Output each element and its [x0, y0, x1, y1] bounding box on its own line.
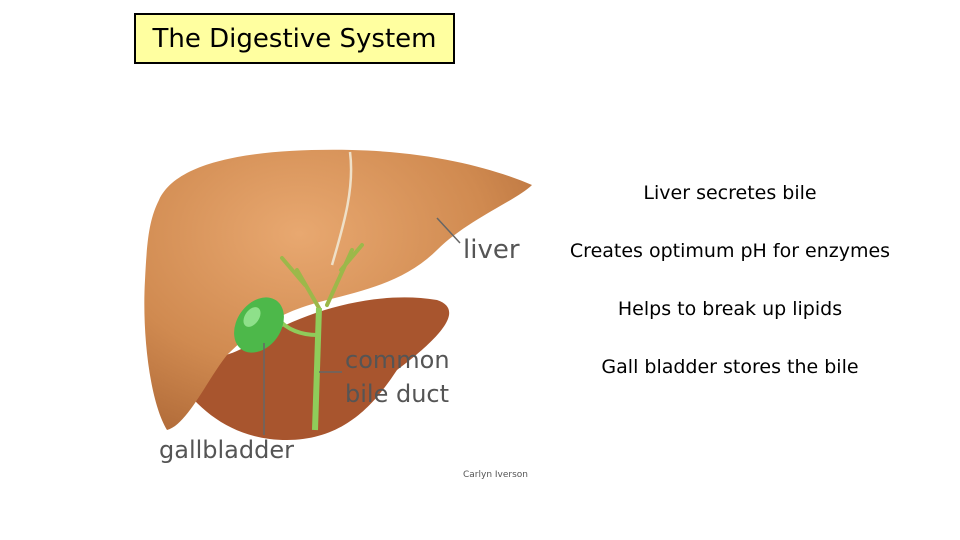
gallbladder-shape [234, 297, 284, 353]
fact-item: Helps to break up lipids [617, 298, 843, 320]
liver-body [144, 149, 532, 430]
liver-diagram: liver common bile duct gallbladder Carly… [137, 140, 539, 485]
slide-title-box: The Digestive System [134, 13, 455, 64]
liver-label: liver [463, 235, 520, 265]
liver-illustration: liver common bile duct gallbladder Carly… [144, 149, 532, 480]
illustrator-credit: Carlyn Iverson [463, 470, 528, 480]
falciform-ligament [330, 151, 353, 266]
common-bile-duct-label-line1: common [345, 346, 450, 374]
fact-item: Creates optimum pH for enzymes [569, 240, 891, 262]
common-bile-duct [312, 307, 322, 431]
liver-underside [157, 297, 450, 440]
hepatic-ducts [280, 243, 364, 310]
liver-leader-line [436, 217, 461, 244]
fact-list: Liver secretes bile Creates optimum pH f… [560, 170, 900, 402]
slide-title: The Digestive System [152, 23, 437, 54]
gallbladder-highlight [243, 307, 261, 327]
common-bile-duct-label-line2: bile duct [345, 380, 449, 408]
gallbladder-label: gallbladder [159, 436, 294, 464]
fact-item: Liver secretes bile [643, 182, 817, 204]
fact-item: Gall bladder stores the bile [601, 356, 859, 378]
